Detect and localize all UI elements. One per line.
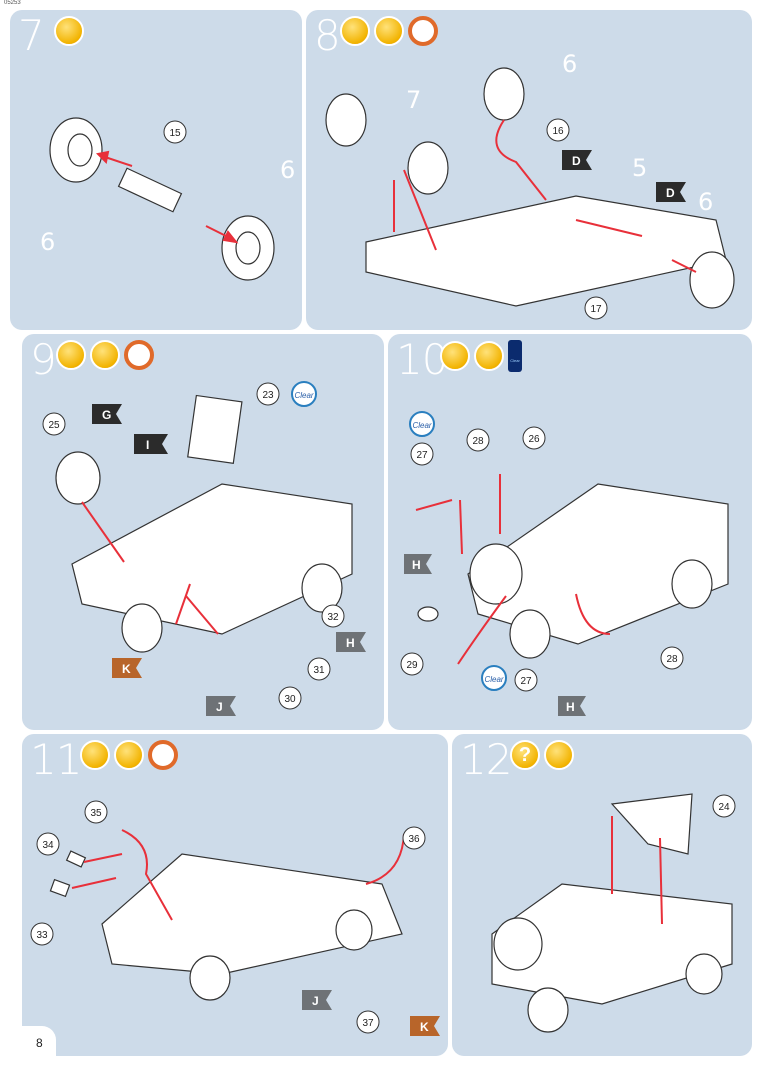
paint-brush-icon <box>114 740 144 770</box>
step-10-diagram: 28 26 27 29 27 28 H H Clear Clear <box>400 411 729 716</box>
part-37-label: 37 <box>362 1018 374 1029</box>
paint-brush-icon <box>474 341 504 371</box>
part-31-label: 31 <box>313 665 325 676</box>
part-6-label-right: 6 <box>280 156 295 184</box>
flag-D-1: D <box>572 154 581 168</box>
step-9-diagram: 25 23 32 31 30 G I H K J Clear <box>42 381 366 716</box>
part-7-label: 7 <box>406 86 421 114</box>
glue-icon <box>544 740 574 770</box>
paint-brush-icon <box>90 340 120 370</box>
part-29-label: 29 <box>406 660 418 671</box>
part-15-label: 15 <box>169 128 181 139</box>
glue-icon <box>54 16 84 46</box>
step-7-icons <box>54 16 84 46</box>
step-11-panel: 11 35 36 34 33 37 J K <box>22 734 448 1056</box>
step-12-icons: ? <box>510 740 574 770</box>
part-28-label-top: 28 <box>472 436 484 447</box>
flag-D-2: D <box>666 186 675 200</box>
question-icon: ? <box>510 740 540 770</box>
part-33-label: 33 <box>36 930 48 941</box>
part-30-label: 30 <box>284 694 296 705</box>
step-10-panel: 10 Clear 28 26 27 29 27 28 H <box>388 334 752 730</box>
step-9-panel: 9 25 23 32 31 30 G I H K <box>22 334 384 730</box>
part-36-label: 36 <box>408 834 420 845</box>
part-26-label: 26 <box>528 434 540 445</box>
part-6-label-left: 6 <box>40 228 55 256</box>
step-8-panel: 8 7 6 16 5 6 17 D D <box>306 10 752 330</box>
part-34-label: 34 <box>42 840 54 851</box>
clear-badge-2: Clear <box>484 675 503 684</box>
glue-icon <box>56 340 86 370</box>
step-7-number: 7 <box>18 11 45 60</box>
part-25-label: 25 <box>48 420 60 431</box>
clear-badge: Clear <box>294 391 313 400</box>
part-28-label-bottom: 28 <box>666 654 678 665</box>
part-27-label-bottom: 27 <box>520 676 532 687</box>
flag-I: I <box>146 438 149 452</box>
flag-J: J <box>216 700 223 714</box>
flag-K: K <box>420 1020 429 1034</box>
part-17-label: 17 <box>590 304 602 315</box>
glue-icon <box>440 341 470 371</box>
step-7-panel: 7 15 6 6 <box>10 10 302 330</box>
step-9-icons <box>56 340 154 370</box>
page-code: 05253 <box>4 0 21 6</box>
step-12-number: 12 <box>460 735 512 784</box>
step-10-icons: Clear <box>440 340 522 372</box>
part-6-label-top: 6 <box>562 50 577 78</box>
step-12-diagram: 24 <box>491 793 736 1033</box>
step-9-number: 9 <box>30 335 57 384</box>
step-8-icons <box>340 16 438 46</box>
step-11-icons <box>80 740 178 770</box>
paint-jar-label: Clear <box>510 358 520 363</box>
paint-brush-icon <box>374 16 404 46</box>
step-11-number: 11 <box>30 735 82 784</box>
flag-H-2: H <box>566 700 575 714</box>
part-5-label: 5 <box>632 154 647 182</box>
page-number-tab: 8 <box>0 1026 56 1086</box>
part-27-label-top: 27 <box>416 450 428 461</box>
step-7-diagram: 15 6 6 <box>40 117 295 281</box>
step-12-panel: 12 ? 24 <box>452 734 752 1056</box>
part-24-label: 24 <box>718 802 730 813</box>
flag-K: K <box>122 662 131 676</box>
clear-badge-1: Clear <box>412 421 431 430</box>
step-8-number: 8 <box>314 11 341 60</box>
flag-H-1: H <box>412 558 421 572</box>
paint-jar-icon: Clear <box>508 340 522 372</box>
page-number: 8 <box>36 1036 43 1050</box>
part-23-label: 23 <box>262 390 274 401</box>
flag-H: H <box>346 636 355 650</box>
part-32-label: 32 <box>327 612 339 623</box>
part-35-label: 35 <box>90 808 102 819</box>
clock-icon <box>124 340 154 370</box>
glue-icon <box>340 16 370 46</box>
flag-J: J <box>312 994 319 1008</box>
part-16-label: 16 <box>552 126 564 137</box>
clock-icon <box>408 16 438 46</box>
step-10-number: 10 <box>396 335 448 384</box>
clock-icon <box>148 740 178 770</box>
step-8-diagram: 7 6 16 5 6 17 D D <box>325 50 735 320</box>
step-11-diagram: 35 36 34 33 37 J K <box>30 800 440 1036</box>
glue-icon <box>80 740 110 770</box>
part-6-label-right: 6 <box>698 188 713 216</box>
flag-G: G <box>102 408 111 422</box>
